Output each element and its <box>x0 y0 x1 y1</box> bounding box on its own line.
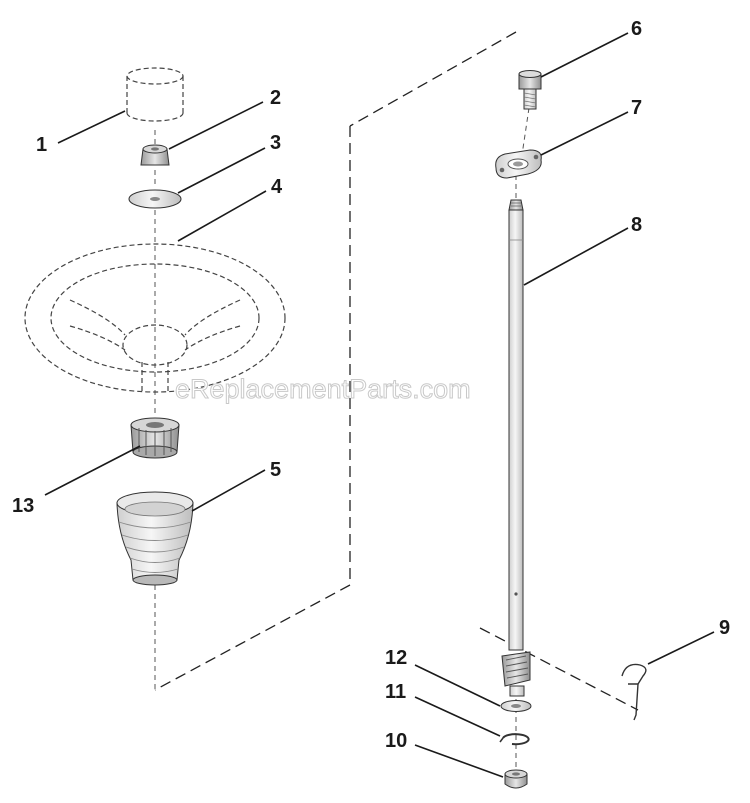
part-7-flange[interactable] <box>495 149 542 179</box>
part-5-boot[interactable] <box>116 491 194 586</box>
assembly-outline <box>154 31 639 711</box>
callout-3: 3 <box>270 132 281 154</box>
part-13-splined-hub[interactable] <box>130 417 180 459</box>
leader-lines <box>44 32 715 778</box>
callout-12: 12 <box>385 647 407 669</box>
callout-6: 6 <box>631 18 642 40</box>
pinion-gear <box>501 651 531 697</box>
callout-numbers: 1 2 3 4 5 6 7 8 9 10 11 12 13 <box>12 18 730 752</box>
callout-1: 1 <box>36 134 47 156</box>
callout-11: 11 <box>385 681 406 703</box>
part-3-washer[interactable] <box>128 189 182 209</box>
callout-9: 9 <box>719 617 730 639</box>
callout-13: 13 <box>12 495 34 517</box>
part-9-cotter-pin[interactable] <box>621 663 647 721</box>
callout-7: 7 <box>631 97 642 119</box>
callout-2: 2 <box>270 87 281 109</box>
callout-4: 4 <box>271 176 283 198</box>
part-1-cap[interactable] <box>126 67 184 122</box>
callout-5: 5 <box>270 459 281 481</box>
part-8-shaft[interactable] <box>508 199 524 651</box>
part-6-bolt[interactable] <box>518 70 542 110</box>
callout-10: 10 <box>385 730 407 752</box>
part-2-nut[interactable] <box>140 144 170 166</box>
part-10-cap-nut[interactable] <box>504 769 528 789</box>
part-11-retaining-ring[interactable] <box>499 733 530 746</box>
watermark-text: eReplacementParts.com <box>175 374 471 404</box>
part-4-steering-wheel[interactable] <box>24 243 286 393</box>
callout-8: 8 <box>631 214 642 236</box>
part-12-washer[interactable] <box>500 700 532 712</box>
